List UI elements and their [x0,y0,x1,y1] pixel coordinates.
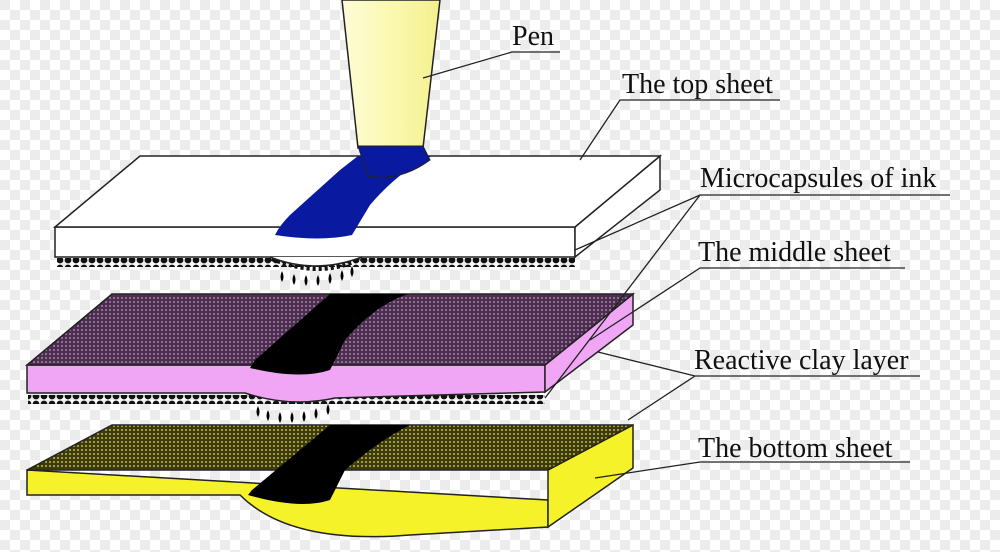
label-pen: Pen [512,21,554,52]
label-reactive-clay: Reactive clay layer [694,345,909,376]
ink-drops-upper [280,266,354,286]
leader-lines [422,51,950,479]
label-bottom-sheet: The bottom sheet [698,433,893,464]
label-top-sheet: The top sheet [622,69,773,100]
bottom-sheet-front-face [26,469,549,538]
middle-sheet [24,292,636,404]
top-sheet [52,154,663,271]
label-microcapsules: Microcapsules of ink [700,163,936,194]
bottom-sheet [26,423,634,538]
leader-middle-sheet [589,267,905,341]
leader-top-sheet [579,99,780,161]
label-middle-sheet: The middle sheet [698,237,891,268]
leader-bottom-sheet [594,461,910,479]
bottom-sheet-ink-mark [248,425,410,504]
ink-drops-lower [256,404,330,423]
leader-microcapsules-middle [544,194,701,399]
middle-sheet-ink-mark [250,294,408,375]
pen-body [341,0,441,149]
leader-pen [422,51,560,79]
pen-tip [357,145,431,178]
pen [341,0,441,178]
leader-reactive-clay-bottom [627,375,696,421]
